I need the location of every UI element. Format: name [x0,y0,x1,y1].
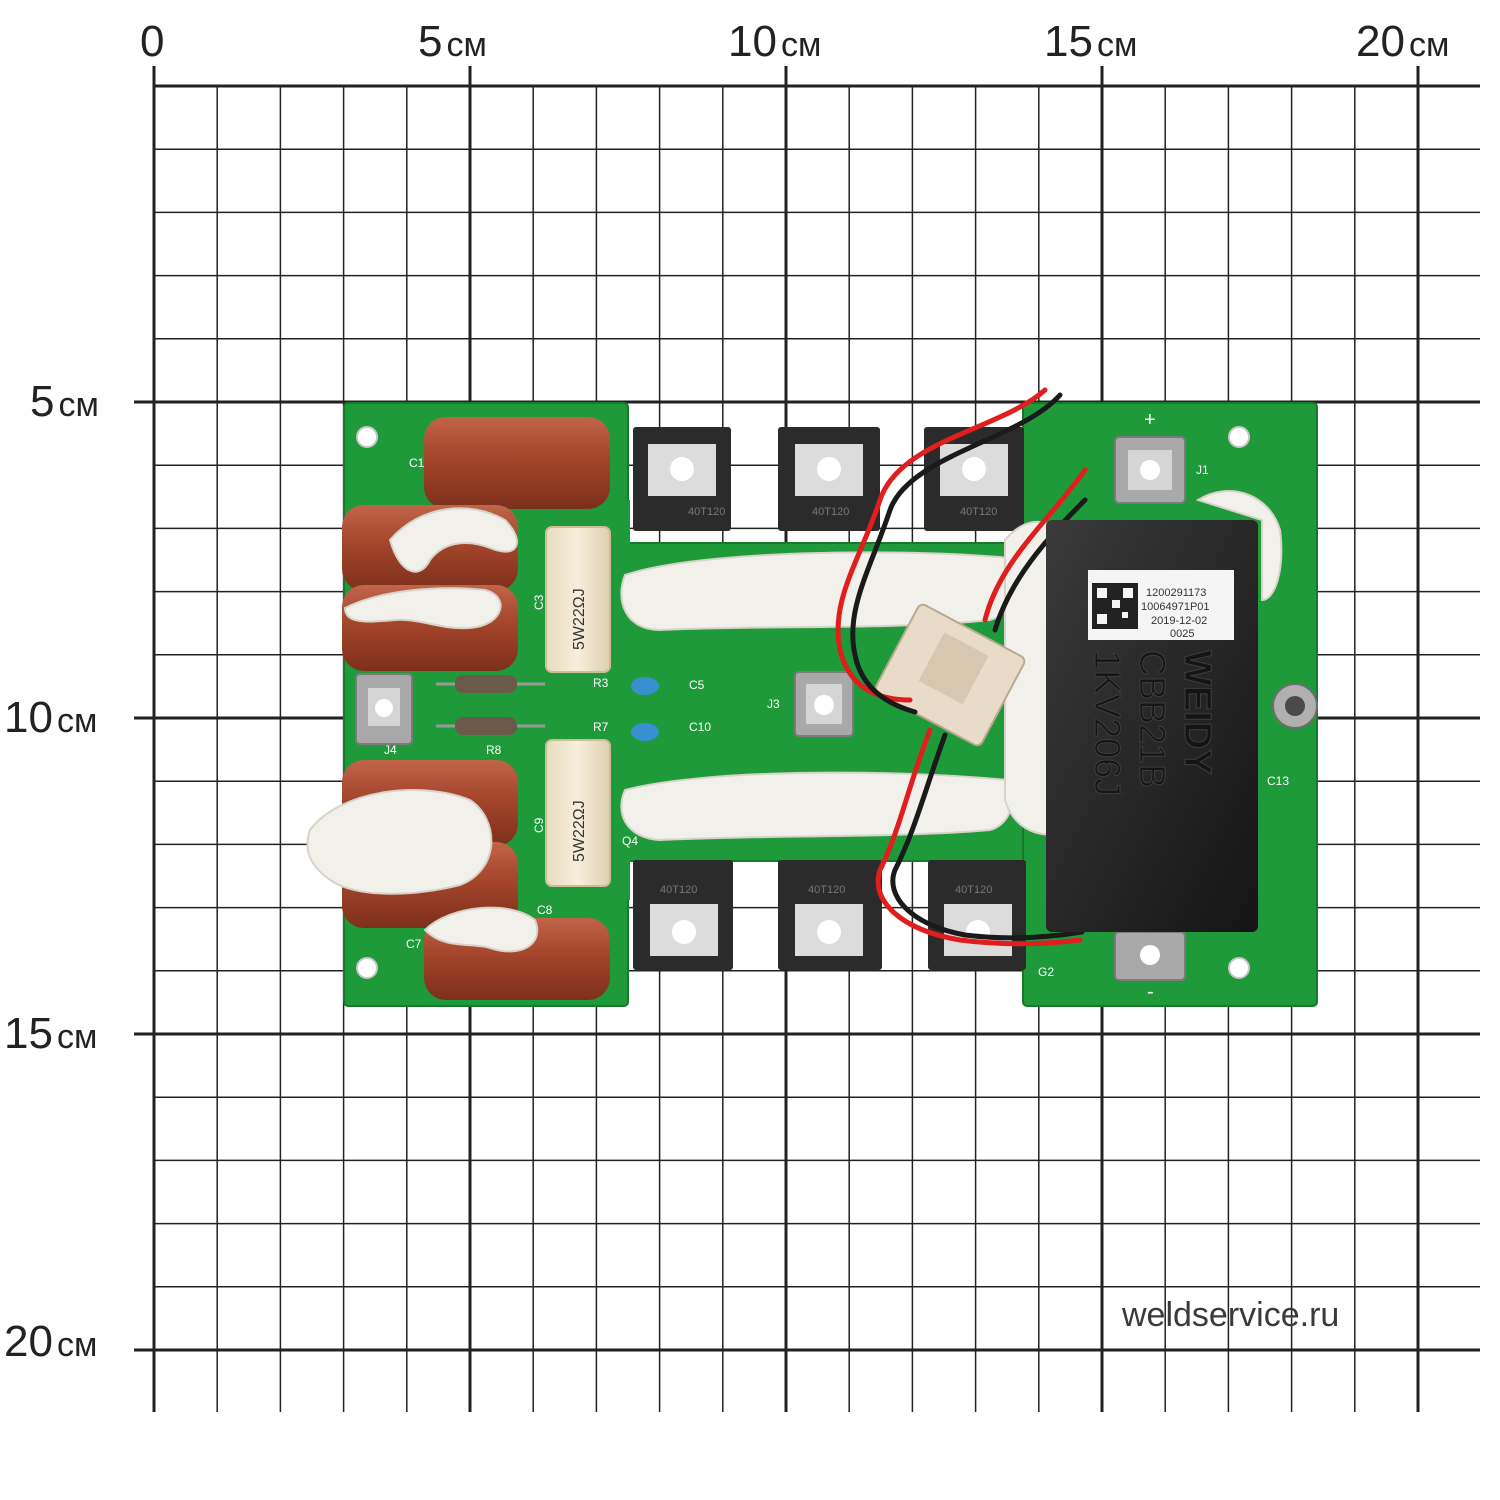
wires [835,387,1088,947]
label-j1: J1 [1196,463,1209,477]
capacitor-model: CBB21B [1132,650,1173,788]
terminal-bottom [1114,931,1186,981]
label-c9: C9 [532,817,546,833]
resistor-marking: 5W22ΩJ [571,800,588,862]
transistor-marking: 40T120 [960,506,997,518]
silkscreen-labels: C1 C7 C8 J4 R8 R3 R7 C5 C10 J3 J1 C13 G2… [384,409,1289,1003]
transistor-marking: 40T120 [688,506,725,518]
transistor-marking: 40T120 [955,884,992,896]
ceramic-capacitors [631,677,659,741]
capacitor-label-line3: 2019-12-02 [1151,615,1207,627]
label-r8: R8 [486,743,502,757]
label-r7: R7 [593,720,609,734]
capacitor-brand: WEIDY [1176,650,1218,775]
mounting-holes [356,426,1250,979]
black-film-capacitor: 1200291173 10064971P01 2019-12-02 0025 W… [1046,520,1258,932]
resistor-marking: 5W22ΩJ [571,588,588,650]
label-c5: C5 [689,678,705,692]
label-c8: C8 [537,903,553,917]
capacitor-label-line2: 10064971P01 [1141,601,1210,613]
ground-screw [1272,683,1318,729]
watermark: weldservice.ru [1122,1296,1340,1334]
label-c1: C1 [409,456,425,470]
power-resistor-bottom: 5W22ΩJ [545,739,611,887]
label-plus: + [1144,409,1156,431]
terminal-j4 [355,673,413,745]
label-r3: R3 [593,676,609,690]
transistor-marking: 40T120 [808,884,845,896]
transistor-bottom-3: 40T120 [928,860,1026,970]
terminal-j3 [794,671,854,737]
label-g2: G2 [1038,965,1054,979]
power-resistor-top: 5W22ΩJ [545,526,611,673]
label-q4: Q4 [622,834,638,848]
transistor-top-3: 40T120 [924,427,1024,531]
label-j4: J4 [384,743,397,757]
transistor-top-2: 40T120 [778,427,880,531]
label-minus: - [1147,981,1154,1003]
capacitor-rating: 1KV206J [1087,650,1128,796]
transistor-marking: 40T120 [812,506,849,518]
transistor-bottom-2: 40T120 [778,860,882,970]
label-c10: C10 [689,720,711,734]
label-c7: C7 [406,937,422,951]
terminal-j1 [1114,436,1186,504]
small-resistors [436,675,545,735]
label-c13: C13 [1267,774,1289,788]
x-axis-label-0: 0 [140,17,165,66]
label-c3: C3 [532,594,546,610]
transistor-marking: 40T120 [660,884,697,896]
capacitor-label-line4: 0025 [1170,628,1194,640]
transistor-bottom-1: 40T120 [633,860,733,970]
capacitor-label-line1: 1200291173 [1146,587,1206,599]
transistor-top-1: 40T120 [633,427,731,531]
label-j3: J3 [767,697,780,711]
